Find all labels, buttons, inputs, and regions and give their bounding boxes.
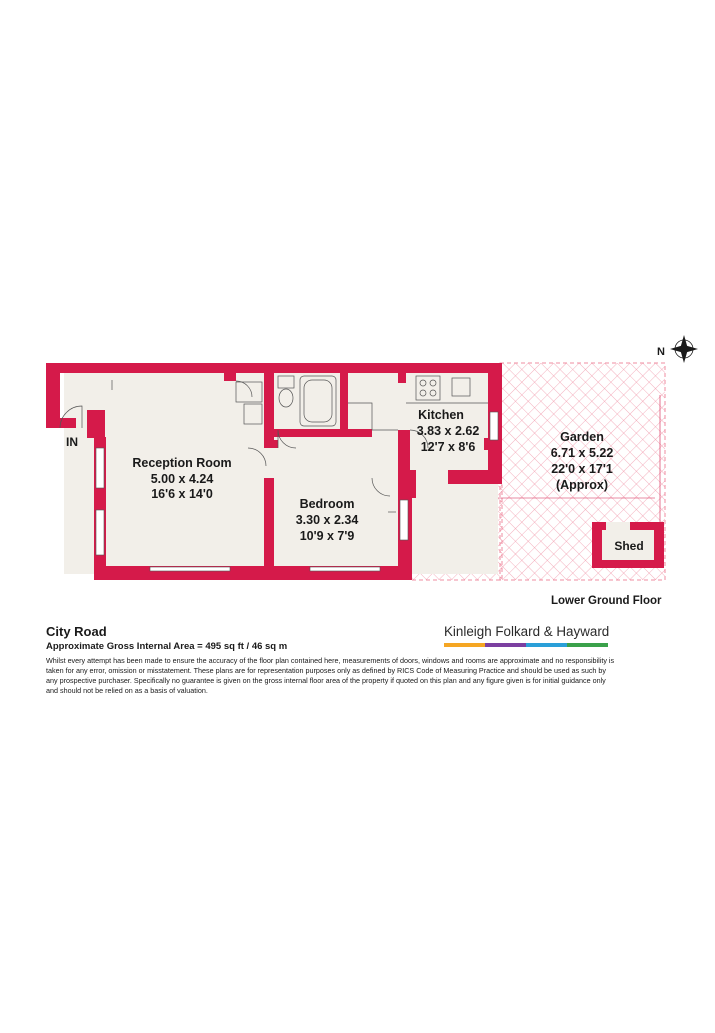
room-name: Bedroom (300, 497, 355, 511)
room-metric: 6.71 x 5.22 (551, 446, 614, 460)
entrance-label: IN (66, 435, 78, 449)
brand-bar-purple (485, 643, 526, 647)
brand-name: Kinleigh Folkard & Hayward (444, 624, 610, 639)
room-name: Garden (560, 430, 604, 444)
windows (95, 411, 499, 572)
brand-bar-green (567, 643, 608, 647)
room-metric: 3.83 x 2.62 (417, 424, 480, 438)
shed-label: Shed (614, 539, 643, 553)
room-imperial: 16'6 x 14'0 (151, 487, 213, 501)
room-imperial: 22'0 x 17'1 (551, 462, 613, 476)
room-reception: Reception Room 5.00 x 4.24 16'6 x 14'0 (132, 456, 231, 501)
disclaimer: Whilst every attempt has been made to en… (46, 656, 615, 695)
internal-walls (224, 373, 410, 576)
room-bedroom: Bedroom 3.30 x 2.34 10'9 x 7'9 (296, 497, 359, 543)
room-name: Kitchen (418, 408, 464, 422)
compass-icon: N (657, 335, 698, 363)
gross-area: Approximate Gross Internal Area = 495 sq… (46, 641, 288, 652)
brand-bar-blue (526, 643, 567, 647)
brand-color-bar (444, 643, 608, 647)
room-imperial: 12'7 x 8'6 (421, 440, 476, 454)
room-kitchen: Kitchen 3.83 x 2.62 12'7 x 8'6 (417, 408, 480, 454)
room-metric: 3.30 x 2.34 (296, 513, 359, 527)
doors (59, 380, 429, 497)
floor-label: Lower Ground Floor (551, 595, 662, 607)
room-metric: 5.00 x 4.24 (151, 472, 214, 486)
room-imperial: 10'9 x 7'9 (300, 529, 355, 543)
room-name: Reception Room (132, 456, 231, 470)
room-garden: Garden 6.71 x 5.22 22'0 x 17'1 (Approx) (551, 430, 614, 492)
brand-logo: Kinleigh Folkard & Hayward (444, 624, 610, 647)
fixtures (111, 375, 488, 513)
brand-bar-orange (444, 643, 485, 647)
compass-label: N (657, 346, 665, 358)
interior-floor (64, 372, 498, 574)
property-title: City Road (46, 624, 107, 639)
floor-plan: Shed Reception Room 5.00 x 4.24 16'6 x 1… (46, 335, 698, 581)
plan-info: City Road Approximate Gross Internal Are… (46, 624, 676, 696)
room-note: (Approx) (556, 478, 608, 492)
shed: Shed (592, 522, 664, 568)
